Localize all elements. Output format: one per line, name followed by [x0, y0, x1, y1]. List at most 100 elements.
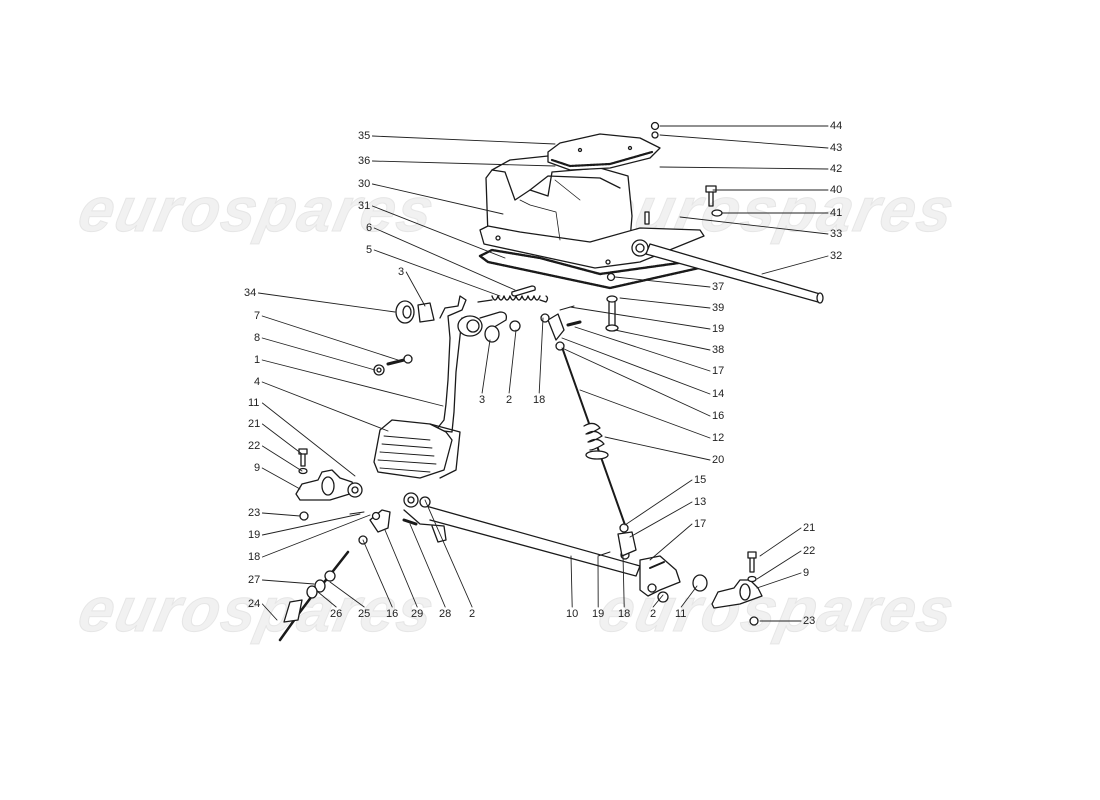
part-number-label: 19	[592, 608, 605, 620]
leader-line	[362, 539, 393, 608]
part-number-label: 9	[803, 567, 810, 579]
part-number-label: 30	[358, 178, 371, 190]
leader-line	[538, 317, 544, 394]
cover-plate	[547, 121, 661, 171]
leader-line	[424, 499, 473, 608]
part-number-label: 5	[366, 244, 373, 256]
leader-line	[652, 594, 664, 608]
leader-line	[329, 581, 365, 608]
part-number-label: 34	[244, 287, 257, 299]
left-clevis	[349, 509, 418, 545]
leader-line	[261, 423, 303, 455]
part-number-label: 3	[479, 394, 486, 406]
leader-line	[759, 527, 802, 557]
leader-line	[384, 529, 418, 608]
part-number-label: 42	[830, 163, 843, 175]
part-number-label: 6	[366, 222, 373, 234]
leader-line	[756, 572, 802, 589]
leader-line	[373, 249, 501, 297]
leader-line	[508, 329, 517, 394]
leader-line	[261, 445, 303, 472]
leader-line	[261, 337, 376, 371]
part-number-label: 10	[566, 608, 579, 620]
leader-line	[409, 523, 446, 608]
leader-line	[261, 359, 444, 407]
part-number-label: 3	[398, 266, 405, 278]
part-number-label: 2	[650, 608, 657, 620]
bolt-38	[605, 272, 619, 332]
leader-line	[405, 271, 426, 307]
part-number-label: 11	[675, 608, 687, 620]
leader-line	[619, 297, 711, 309]
leader-line	[679, 216, 829, 235]
part-number-label: 4	[254, 376, 261, 388]
part-number-label: 38	[712, 344, 725, 356]
part-number-label: 20	[712, 454, 725, 466]
leader-line	[261, 603, 278, 621]
fasteners-top-right	[644, 185, 723, 225]
part-number-label: 14	[712, 388, 725, 400]
leader-line	[373, 227, 516, 291]
part-number-label: 23	[248, 507, 261, 519]
part-number-label: 18	[533, 394, 546, 406]
part-number-label: 39	[712, 302, 725, 314]
leader-line	[261, 467, 301, 490]
leader-line	[261, 381, 389, 432]
leader-line	[317, 591, 337, 608]
leader-line	[629, 501, 693, 538]
part-number-label: 15	[694, 474, 707, 486]
leader-lines	[257, 125, 829, 622]
part-number-label: 19	[248, 529, 261, 541]
part-number-label: 37	[712, 281, 725, 293]
leader-line	[614, 276, 711, 288]
part-number-label: 2	[469, 608, 476, 620]
part-number-label: 1	[254, 354, 261, 366]
part-number-label: 21	[803, 522, 816, 534]
part-number-label: 8	[254, 332, 261, 344]
leader-line	[261, 579, 315, 585]
part-number-label: 40	[830, 184, 843, 196]
part-number-label: 19	[712, 323, 725, 335]
part-number-label: 35	[358, 130, 371, 142]
leader-line	[371, 183, 504, 215]
part-number-label: 27	[248, 574, 261, 586]
part-number-label: 23	[803, 615, 816, 627]
part-number-label: 12	[712, 432, 725, 444]
leader-line	[261, 402, 356, 477]
part-number-label: 9	[254, 462, 261, 474]
leader-line	[614, 329, 711, 351]
part-number-label: 2	[506, 394, 513, 406]
part-number-label: 32	[830, 250, 843, 262]
leader-line	[604, 436, 711, 461]
leader-line	[561, 347, 711, 417]
part-number-label: 18	[248, 551, 261, 563]
pull-rod	[540, 305, 637, 557]
leader-line	[622, 554, 625, 608]
leader-line	[561, 337, 711, 395]
part-number-label: 22	[248, 440, 261, 452]
part-number-label: 28	[439, 608, 452, 620]
leader-line	[761, 255, 829, 275]
leader-line	[261, 513, 361, 536]
part-number-label: 17	[694, 518, 707, 530]
cross-shaft	[403, 492, 681, 603]
leader-line	[624, 479, 693, 526]
part-number-label: 22	[803, 545, 816, 557]
part-number-label: 41	[830, 207, 843, 219]
leader-line	[574, 326, 711, 372]
part-number-label: 24	[248, 598, 261, 610]
leader-line	[659, 134, 829, 149]
part-number-label: 16	[386, 608, 399, 620]
part-number-label: 11	[248, 397, 260, 409]
leader-line	[261, 315, 399, 361]
right-support-bracket	[692, 551, 763, 626]
part-number-label: 43	[830, 142, 843, 154]
pedal-bolt	[373, 354, 413, 376]
return-spring	[477, 285, 549, 303]
clutch-pedal	[373, 295, 521, 479]
part-number-label: 26	[330, 608, 343, 620]
part-number-label: 7	[254, 310, 261, 322]
leader-line	[659, 166, 829, 170]
leader-line	[579, 389, 711, 439]
